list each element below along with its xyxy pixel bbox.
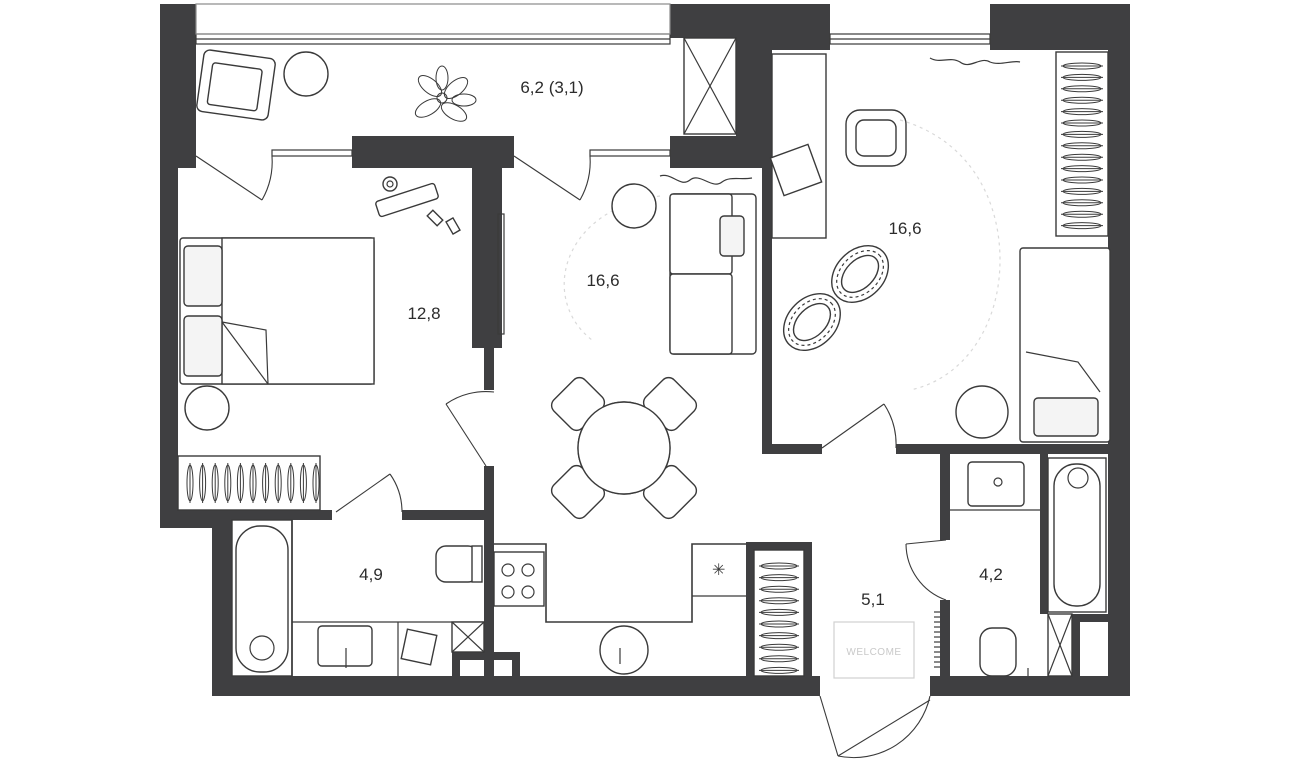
living-furniture: ✳ (493, 174, 805, 677)
bedroom-area-label: 12,8 (407, 304, 440, 323)
svg-text:✳: ✳ (712, 562, 725, 579)
doormat-text: WELCOME (846, 647, 901, 658)
hallway-area-label: 5,1 (861, 590, 885, 609)
kids-room-furniture (769, 51, 1111, 443)
left-bathroom-area-label: 4,9 (359, 565, 383, 584)
right-bathroom-fixtures (950, 457, 1107, 677)
plant-icon (414, 65, 477, 122)
area-labels: 6,2 (3,1) 12,8 16,6 16,6 4,9 4,2 WELCOME… (359, 78, 1003, 609)
doormat (833, 621, 915, 679)
radiator-icon (934, 611, 940, 668)
left-bathroom-fixtures (231, 519, 485, 677)
balcony-area-label: 6,2 (3,1) (520, 78, 583, 97)
hall-fixtures: WELCOME (833, 611, 940, 679)
windows (195, 3, 991, 335)
right-bathroom-area-label: 4,2 (979, 565, 1003, 584)
balcony-furniture (196, 37, 737, 135)
bedroom-furniture (177, 176, 461, 511)
living-area-label: 16,6 (586, 271, 619, 290)
walls (160, 4, 1130, 696)
kids-room-area-label: 16,6 (888, 219, 921, 238)
doors (195, 155, 947, 759)
